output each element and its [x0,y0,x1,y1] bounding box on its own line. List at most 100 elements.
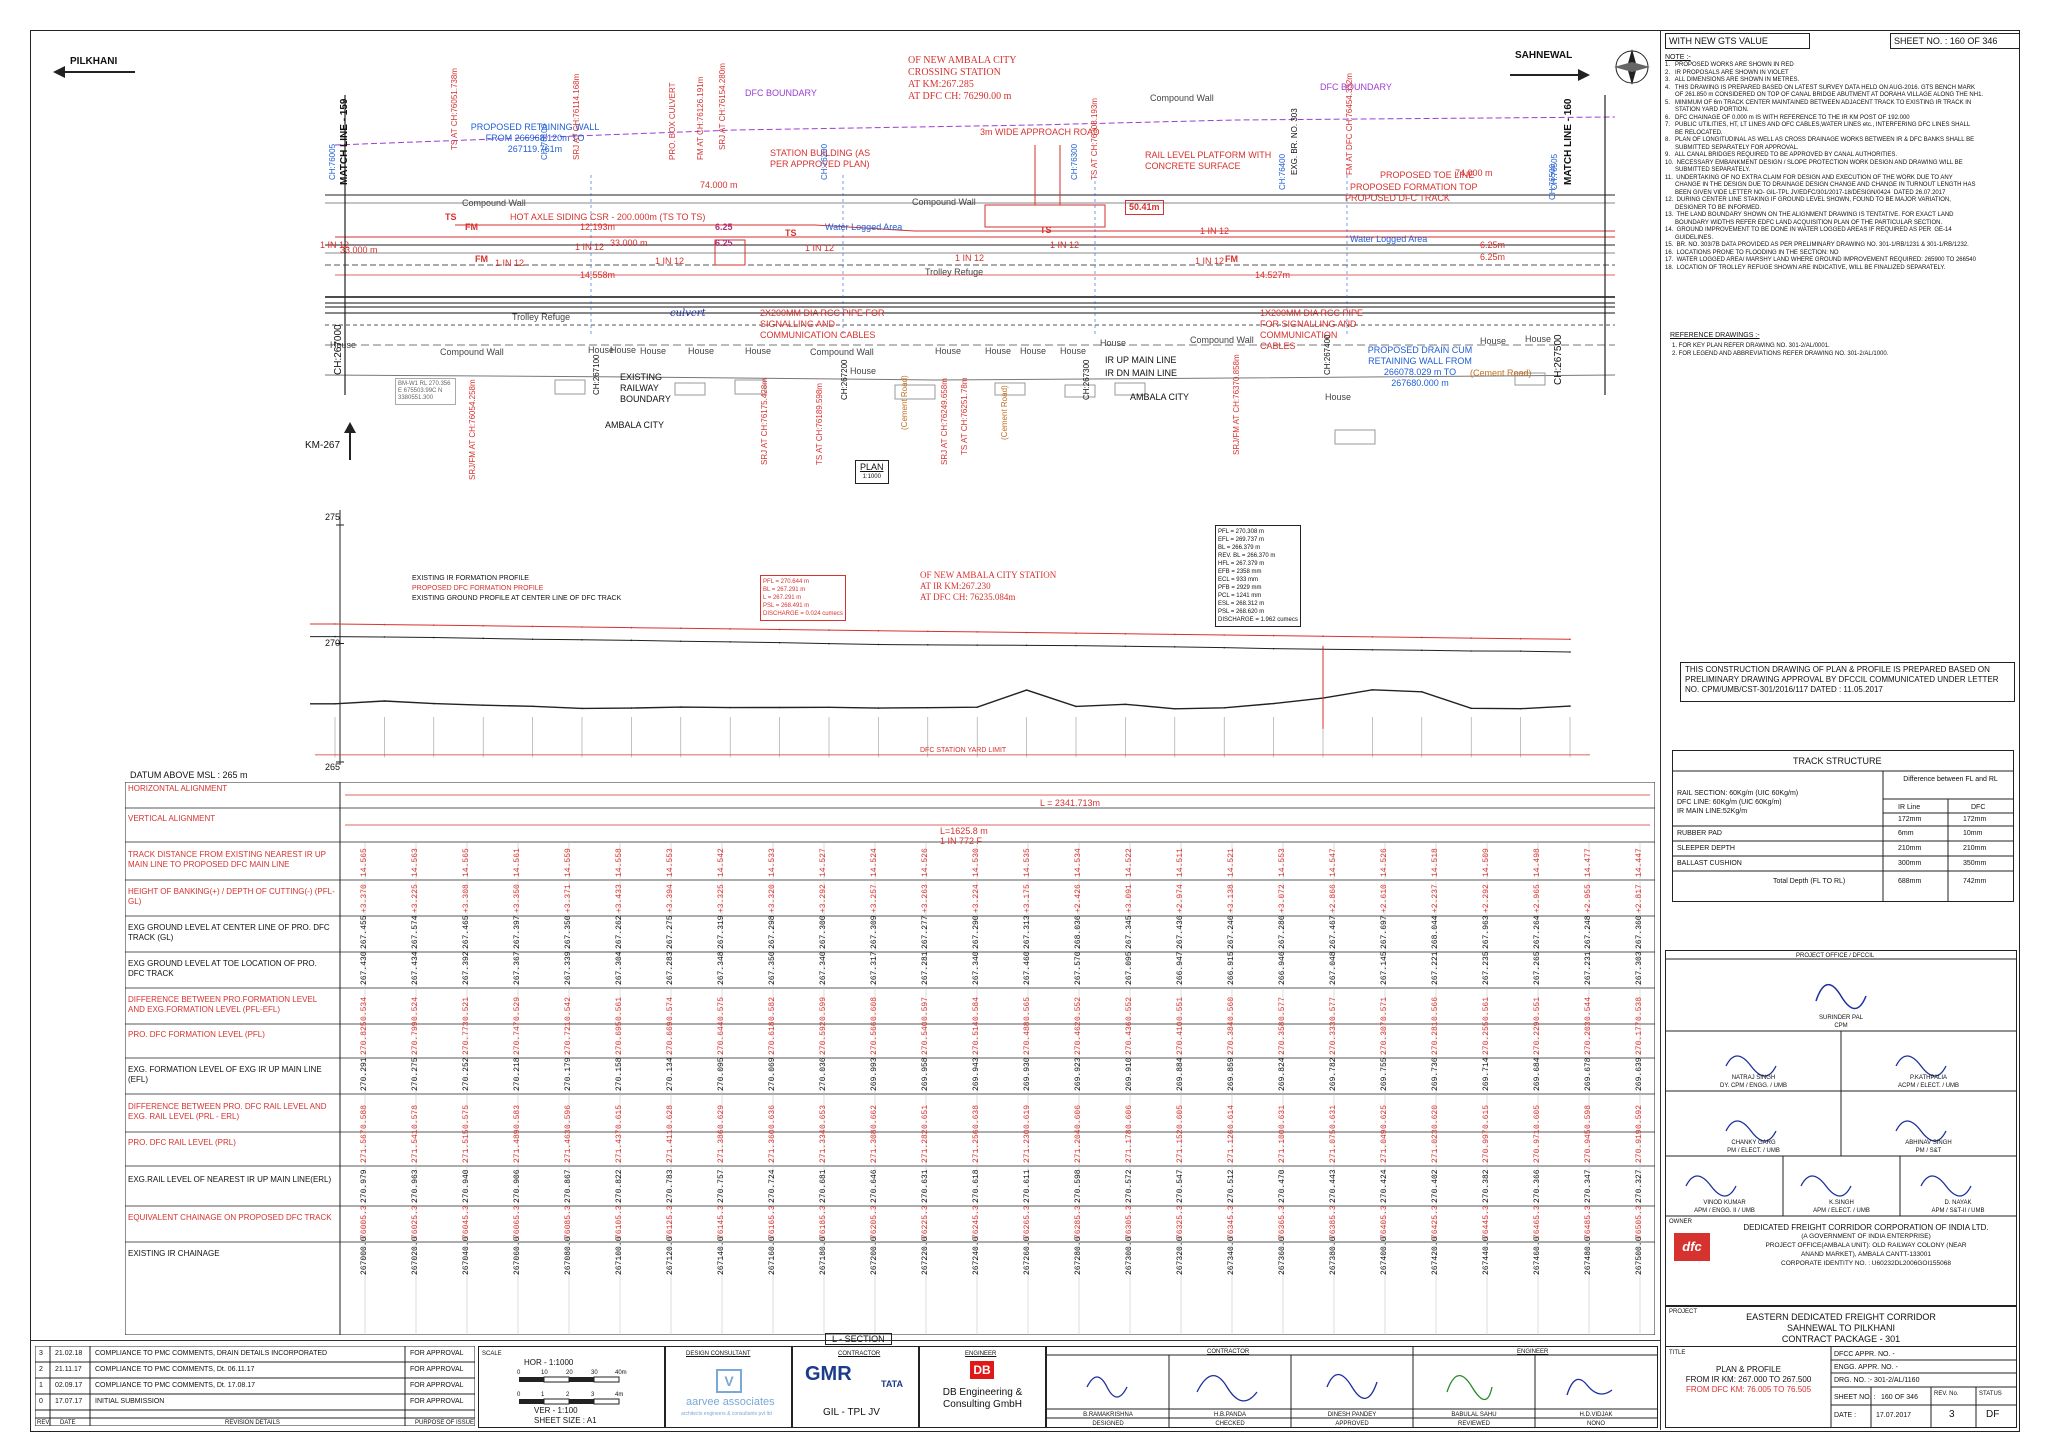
table-cell: 76125.3 [666,1205,675,1239]
aarvee-name: aarvee associates [686,1396,775,1408]
track-row-dfc: 10mm [1963,830,1983,837]
table-cell: 270.572 [1125,1169,1134,1203]
footer-divider [30,1340,1660,1341]
table-cell: 269.930 [1023,1057,1032,1091]
note-line: OF 261.850 m CONSIDERED ON TOP OF CANAL … [1665,92,1984,98]
table-cell: 14.561 [513,848,522,877]
table-cell: 76045.3 [462,1205,471,1239]
table-cell: 266.915 [1227,951,1236,985]
station-label-4: FM AT CH:76126.191m [696,76,705,160]
approver-role: PM / ELECT. / UMB [1727,1148,1780,1154]
ch-267500: CH:267500 [1553,334,1564,385]
table-cell: 268.036 [1074,915,1083,949]
table-cell: +2.965 [1533,884,1542,913]
width-label: 50.41m [1125,200,1164,215]
table-cell: 270.512 [1227,1169,1236,1203]
table-cell: 0.653 [819,1104,828,1129]
dfc-track-label: PROPOSED DFC TRACK [1345,193,1450,203]
contractor-block: CONTRACTOR GMR TATA GIL - TPL JV [792,1346,919,1428]
table-cell: +2.237 [1431,884,1440,913]
ts-label-2: TS [785,228,797,238]
scale-vtick-0: 0 [517,1392,521,1398]
note-line: 4. THIS DRAWING IS PREPARED BASED ON LAT… [1665,84,1975,91]
table-cell: 0.598 [1584,1104,1593,1129]
table-cell: 267.248 [1584,915,1593,949]
table-cell: 267.048 [1329,951,1338,985]
table-cell: 270.681 [819,1169,828,1203]
table-cell: +2.610 [1380,884,1389,913]
table-cell: 0.577 [1278,996,1287,1021]
rail-platform-label: RAIL LEVEL PLATFORM WITH CONCRETE SURFAC… [1145,150,1272,171]
table-cell: 270.611 [1023,1169,1032,1203]
profile-point [927,706,929,709]
table-cell: 270.598 [1074,1169,1083,1203]
table-cell: 76185.3 [819,1205,828,1239]
scale-vtick-4: 4m [615,1392,624,1398]
dist-14-label: 14.558m [580,270,616,280]
note-line: DESIGNER TO BE INFORMED. [1665,204,1762,211]
table-cell: 0.599 [819,996,828,1021]
table-cell: 267260.0 [1023,1236,1032,1275]
scale-sheet-size: SHEET SIZE : A1 [534,1416,597,1425]
owner-label: OWNER [1669,1219,1692,1225]
table-cell: 267.264 [1533,915,1542,949]
table-cell: 0.561 [615,996,624,1021]
compound-wall-label-4: Compound Wall [440,347,504,357]
table-cell: 270.669 [666,1021,675,1055]
table-cell: 271.256 [972,1129,981,1163]
house-label-9: House [1060,346,1087,356]
table-cell: 14.511 [1176,848,1185,877]
station-label-0: TS AT CH:76051.738m [450,68,459,150]
vertical-alignment-length: L=1625.8 m [940,826,988,836]
table-cell: 269.943 [972,1057,981,1091]
track-structure-title: TRACK STRUCTURE [1793,756,1882,766]
station-label-23: SRJ/FM AT CH:76370.858m [1232,354,1241,455]
formation-top-label: PROPOSED FORMATION TOP [1350,182,1478,192]
legend-ir: EXISTING IR FORMATION PROFILE [412,575,529,582]
station-label-24: CH:267400 [1323,334,1332,375]
approver-name: ABHINAV SINGH [1905,1140,1952,1146]
legend-dfc: PROPOSED DFC FORMATION PROFILE [412,585,544,592]
station-label-6: CH:76200 [820,143,829,180]
approver-name: NATRAJ SINGH [1731,1075,1776,1081]
table-cell: 267100.0 [615,1236,624,1275]
profile-point [1421,636,1423,639]
dist-14b-label: 14.527m [1255,270,1291,280]
tata-logo: TATA [881,1379,903,1389]
table-cell: 270.229 [1533,1021,1542,1055]
table-row-label: TRACK DISTANCE FROM EXISTING NEAREST IR … [128,850,326,869]
table-row-label: EQUIVALENT CHAINAGE ON PROPOSED DFC TRAC… [128,1213,332,1222]
table-cell: 267.397 [513,915,522,949]
grad-label-5: 1 IN 12 [955,253,985,263]
table-cell: 271.437 [615,1129,624,1163]
table-cell: 269.736 [1431,1057,1440,1091]
rev-desc: COMPLIANCE TO PMC COMMENTS, Dt. 06.11.17 [95,1366,255,1373]
table-cell: 267.570 [1074,951,1083,985]
table-cell: 0.538 [1635,996,1644,1021]
note-line: 9. ALL CANAL BRIDGES REQUIRED TO BE APPR… [1665,152,1898,158]
house-label-6: House [935,346,962,356]
table-cell: 270.997 [1482,1129,1491,1163]
rev-purpose: FOR APPROVAL [410,1382,464,1389]
contractor-label: CONTRACTOR [838,1351,881,1357]
station-label-16: TS AT CH:76189.598m [815,383,824,465]
table-cell: 270.867 [564,1169,573,1203]
col-ir: IR Line [1898,804,1921,811]
table-cell: 270.275 [411,1057,420,1091]
scale-tick-4: 40m [615,1370,627,1376]
note-line: 17. WATER LOGGED AREA/ MARSHY LAND WHERE… [1665,257,1976,263]
table-cell: 267.317 [870,951,879,985]
note-line: 8. PLAN OF LONGITUDINAL AS WELL AS CROSS… [1665,137,1975,143]
grad-label-3: 1 IN 12 [655,256,685,266]
aarvee-logo: V [716,1369,742,1393]
table-cell: 0.629 [717,1104,726,1129]
compound-wall-label-3: Compound Wall [912,197,976,207]
sheet-no-value: 160 OF 346 [1881,1394,1918,1401]
profile-point [729,641,731,643]
station-label-19: SRJ AT CH:76249.658m [940,378,949,465]
profile-point [1124,645,1127,648]
hot-axle-label: HOT AXLE SIDING CSR - 200.000m (TS TO TS… [510,212,706,222]
drg-no: DRG. NO. :- 301-2/AL/1160 [1834,1377,1920,1384]
